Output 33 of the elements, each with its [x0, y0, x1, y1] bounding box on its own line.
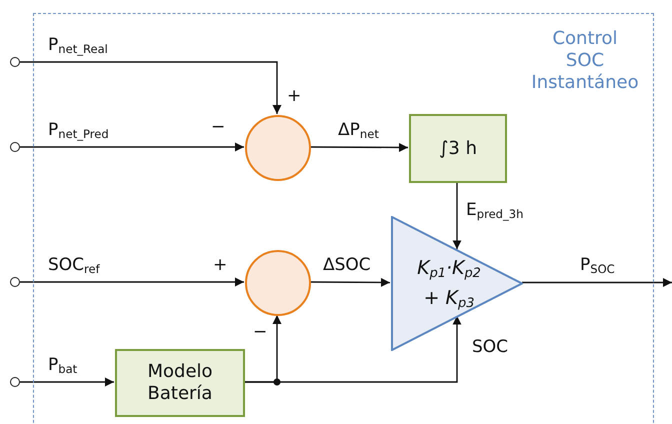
edge-label: SOC$_{ref}$	[48, 255, 100, 278]
signal-arrow	[20, 278, 244, 286]
sign-label: +	[287, 86, 302, 106]
signal-arrow	[310, 142, 408, 152]
input-terminal	[10, 277, 20, 287]
edge-label: P$_{bat}$	[48, 355, 78, 378]
group-title: Control SOC Instantáneo	[530, 28, 640, 94]
control-group-frame	[33, 13, 654, 424]
input-terminal	[10, 142, 20, 152]
input-terminal	[10, 57, 20, 67]
edge-label: E$_{pred_3h}$	[466, 200, 524, 223]
sign-label: −	[211, 117, 226, 137]
edge-label: P$_{net_Real}$	[48, 35, 108, 58]
signal-arrow	[452, 182, 462, 250]
signal-arrow	[522, 278, 672, 287]
edge-label: SOC	[472, 337, 508, 357]
block-label: ∫3 h	[439, 138, 477, 160]
edge-label: P$_{SOC}$	[580, 255, 615, 278]
signal-arrow	[310, 278, 390, 287]
edge-label: ΔP$_{net}$	[338, 120, 379, 143]
signal-arrow	[20, 142, 244, 152]
input-terminal	[10, 377, 20, 387]
signal-arrow	[20, 378, 114, 386]
sign-label: +	[213, 255, 228, 275]
edge-label: P$_{net_Pred}$	[48, 120, 109, 143]
signal-arrow	[20, 61, 282, 114]
sign-label: −	[253, 322, 268, 342]
process-block	[409, 114, 507, 183]
process-block	[115, 349, 245, 417]
edge-label: ΔSOC	[323, 255, 371, 275]
gain-formula: K$_{p1}$·K$_{p2}$ + K$_{p3}$	[416, 256, 482, 314]
block-label: Modelo Batería	[146, 361, 214, 405]
signal-arrow	[244, 316, 462, 383]
